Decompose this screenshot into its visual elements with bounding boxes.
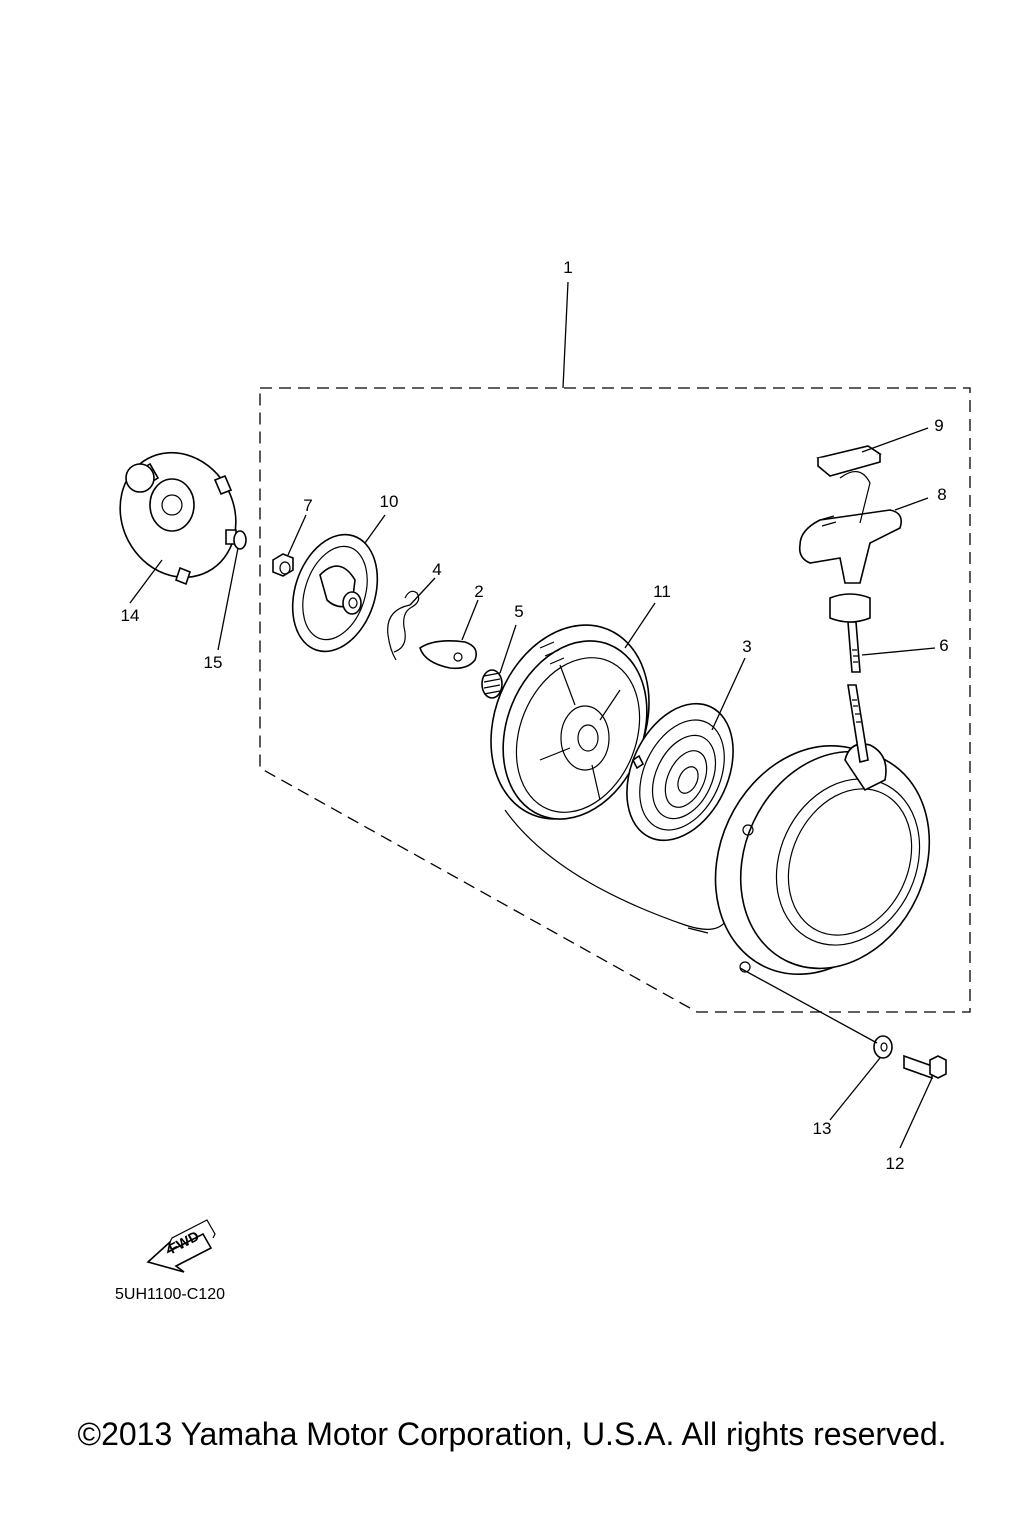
callout-12: 12 <box>886 1154 905 1173</box>
part-13-washer[interactable] <box>873 1035 893 1059</box>
part-7-nut[interactable] <box>272 553 294 577</box>
diagram-code: 5UH1100-C120 <box>115 1286 225 1303</box>
callout-6: 6 <box>939 636 948 655</box>
part-12-bolt[interactable] <box>903 1054 947 1080</box>
starter-case[interactable] <box>679 713 964 1007</box>
part-11-sheave-drum[interactable] <box>463 601 677 843</box>
callout-14: 14 <box>121 606 140 625</box>
callout-4: 4 <box>432 560 441 579</box>
part-2-pawl[interactable] <box>419 640 478 670</box>
part-8-starter-handle[interactable] <box>798 471 903 623</box>
part-15-o-ring[interactable] <box>233 530 247 550</box>
callout-1: 1 <box>563 258 572 277</box>
fwd-arrow-icon: FWD <box>146 1219 216 1273</box>
starter-rope <box>504 809 726 930</box>
callout-5: 5 <box>514 602 523 621</box>
callout-7: 7 <box>303 496 312 515</box>
callout-9: 9 <box>934 416 943 435</box>
part-9-handle-cap[interactable] <box>816 445 882 477</box>
part-10-drive-plate[interactable] <box>278 524 391 663</box>
part-4-clip[interactable] <box>387 590 420 661</box>
callout-10: 10 <box>380 492 399 511</box>
part-6-rope[interactable] <box>847 621 869 763</box>
callout-8: 8 <box>937 485 946 504</box>
callout-11: 11 <box>653 582 671 601</box>
leader-lines <box>129 281 936 1149</box>
part-5-spring[interactable] <box>481 669 503 699</box>
callout-15: 15 <box>204 653 223 672</box>
assembly-boundary <box>259 387 971 1013</box>
part-3-recoil-spring[interactable] <box>606 686 754 857</box>
callout-2: 2 <box>474 582 483 601</box>
callout-13: 13 <box>813 1119 832 1138</box>
callout-3: 3 <box>742 637 751 656</box>
part-14-drive-pulley[interactable] <box>99 432 258 598</box>
copyright-notice: ©2013 Yamaha Motor Corporation, U.S.A. A… <box>77 1416 947 1452</box>
